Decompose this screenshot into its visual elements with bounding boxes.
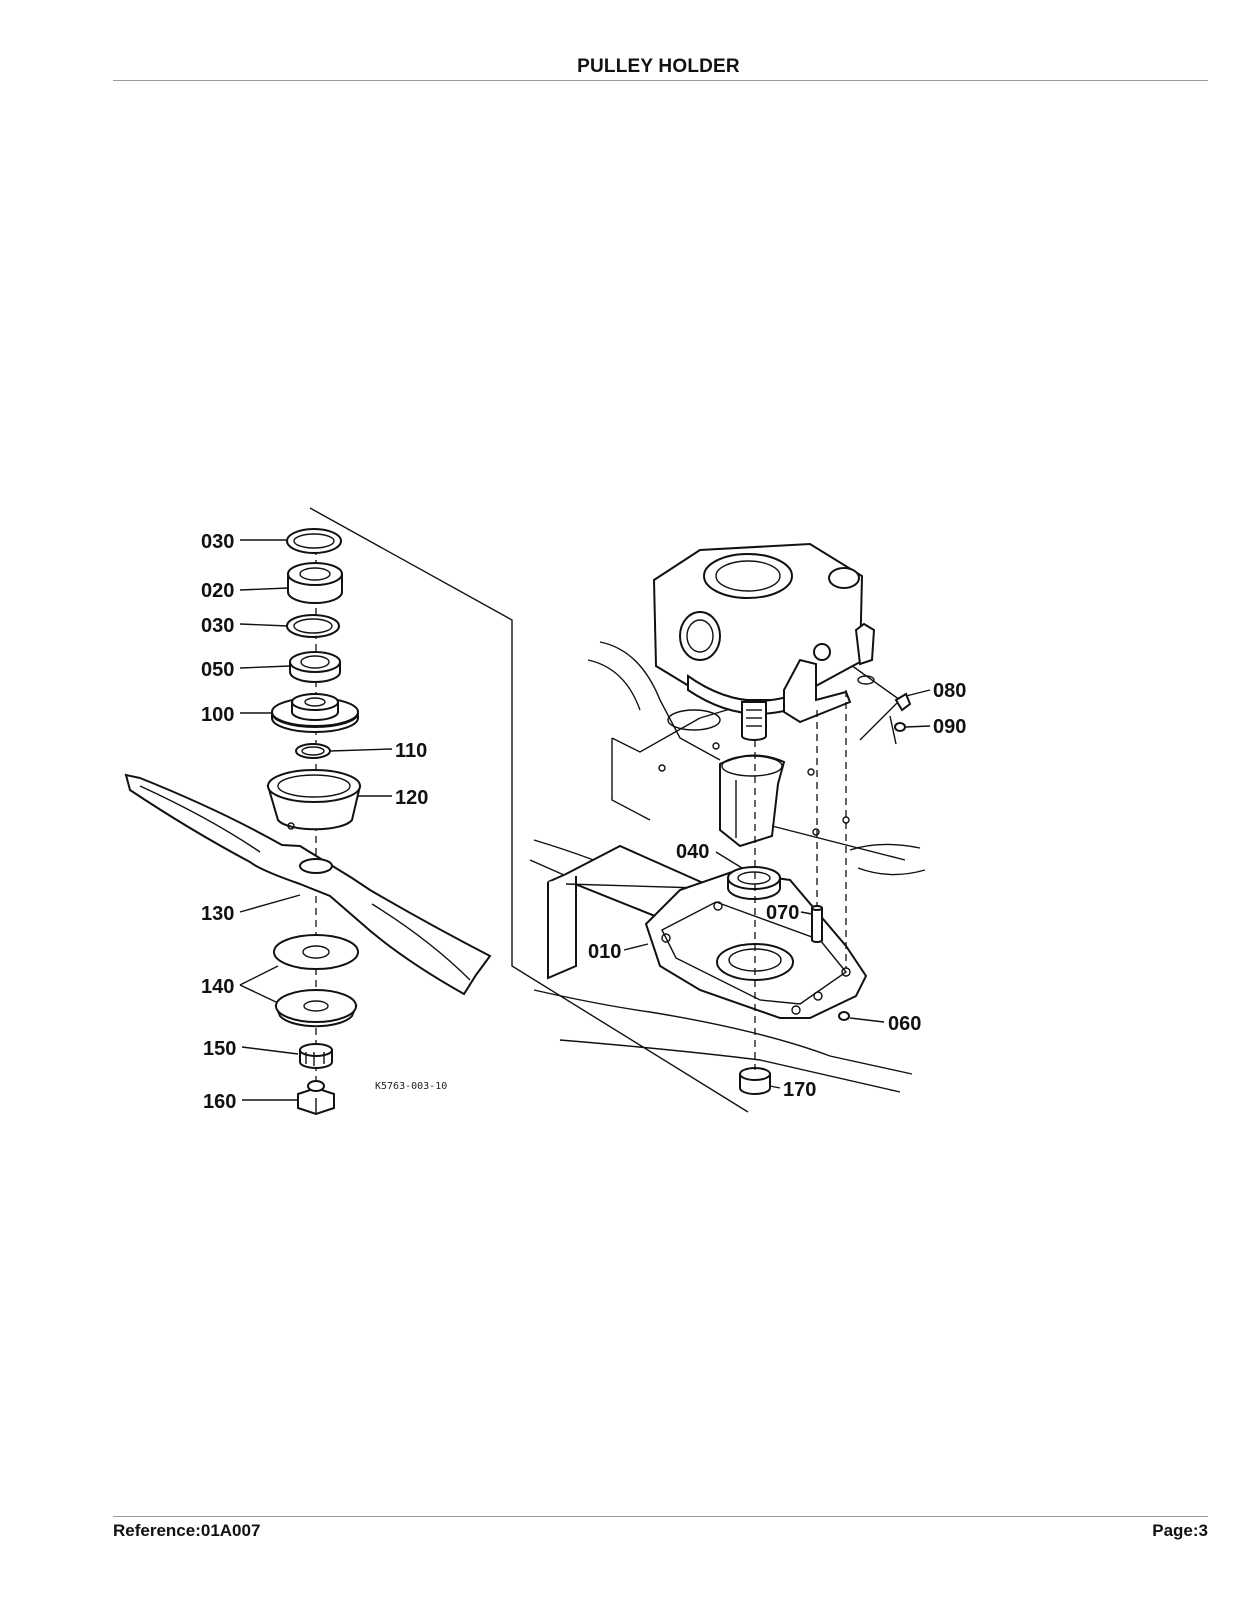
callout-110: 110 xyxy=(395,740,427,762)
small-washer xyxy=(894,722,906,732)
callout-160: 160 xyxy=(203,1091,236,1113)
belt-guard xyxy=(719,754,786,848)
assembly-lines xyxy=(754,690,906,1070)
callout-050: 050 xyxy=(201,659,234,681)
callout-020: 020 xyxy=(201,580,234,602)
washer-lower xyxy=(274,989,358,1028)
callout-030-top: 030 xyxy=(201,531,234,553)
header-divider xyxy=(113,80,1208,81)
snap-ring-top xyxy=(286,528,342,554)
footer-divider xyxy=(113,1516,1208,1517)
callout-040: 040 xyxy=(676,841,709,863)
callout-090: 090 xyxy=(933,716,966,738)
bearing xyxy=(287,562,343,604)
bushing xyxy=(739,1067,771,1095)
callout-170: 170 xyxy=(783,1079,816,1101)
frame-lines xyxy=(309,507,749,1113)
footer-page-number: Page:3 xyxy=(1152,1521,1208,1540)
snap-ring-lower xyxy=(286,614,340,638)
callout-060: 060 xyxy=(888,1013,921,1035)
cup-holder xyxy=(266,769,362,831)
gearbox xyxy=(652,542,876,741)
callout-120: 120 xyxy=(395,787,428,809)
callout-070: 070 xyxy=(766,902,799,924)
callout-030-lower: 030 xyxy=(201,615,234,637)
page-title: PULLEY HOLDER xyxy=(577,56,740,77)
hex-nut xyxy=(297,1080,335,1116)
bolt xyxy=(838,1011,850,1021)
footer-reference: Reference:01A007 xyxy=(113,1521,261,1540)
grease-nipple xyxy=(894,692,912,712)
spring-clip xyxy=(295,743,331,759)
callout-130: 130 xyxy=(201,903,234,925)
callout-100: 100 xyxy=(201,704,234,726)
callout-150: 150 xyxy=(203,1038,236,1060)
dowel-pin xyxy=(811,905,823,943)
callout-labels: 030 020 030 050 100 110 120 130 140 150 … xyxy=(201,531,966,1113)
oil-seal xyxy=(727,866,781,900)
callout-010: 010 xyxy=(588,941,621,963)
pulley-collar xyxy=(271,693,359,733)
callout-140: 140 xyxy=(201,976,234,998)
mower-deck xyxy=(529,641,926,1093)
callout-080: 080 xyxy=(933,680,966,702)
leader-lines xyxy=(239,539,931,1101)
washer-upper xyxy=(273,934,359,970)
mower-blade xyxy=(124,773,492,996)
lock-washer xyxy=(299,1043,333,1069)
drawing-code: K5763-003-10 xyxy=(375,1081,447,1092)
seal xyxy=(289,651,341,683)
